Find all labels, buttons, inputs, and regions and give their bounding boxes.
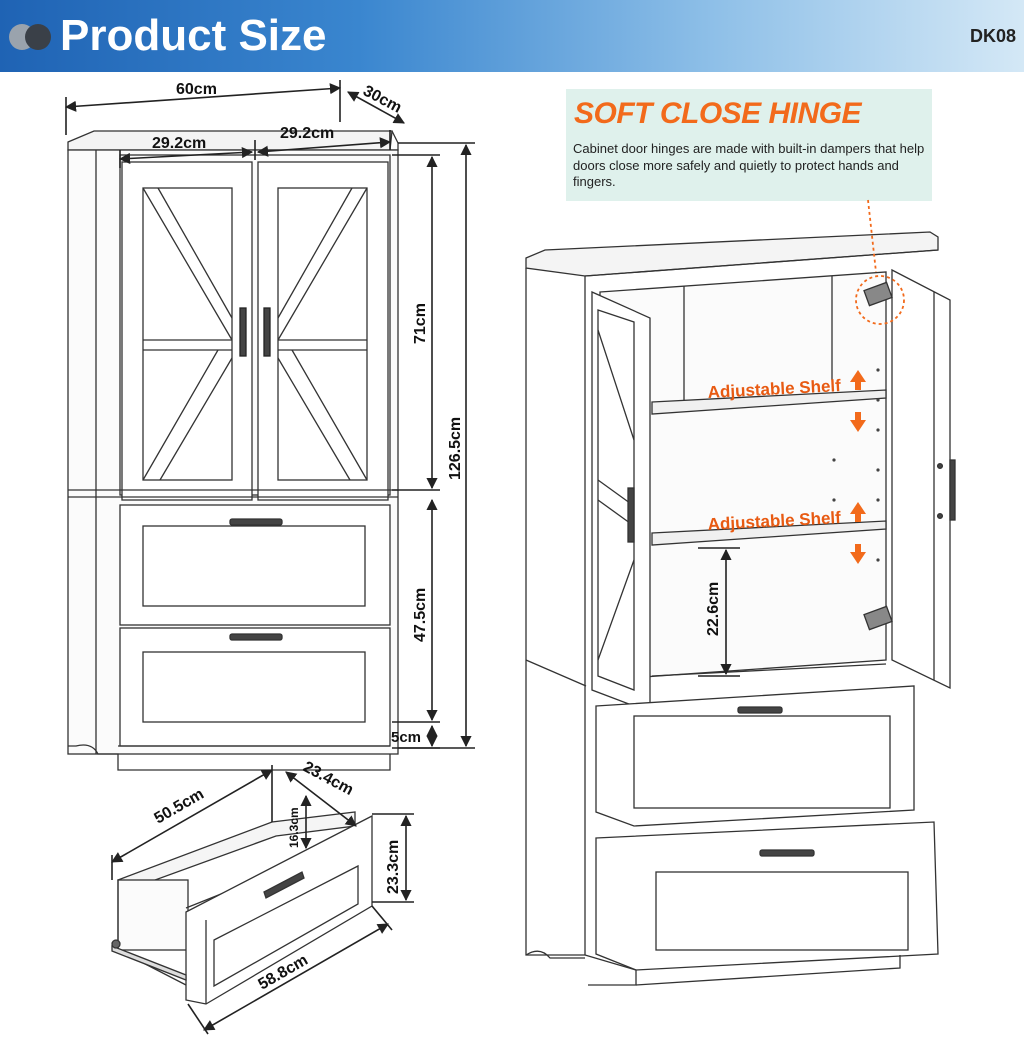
shelf-label-upper: Adjustable Shelf	[707, 376, 841, 402]
dim-drawer-front-label: 58.8cm	[256, 952, 311, 994]
product-code: DK08	[969, 26, 1016, 46]
dim-total-height-label: 126.5cm	[447, 417, 464, 480]
drawer-view	[111, 811, 373, 1005]
drawer-dimensions	[111, 765, 414, 1035]
dim-drawer-inner-height-label: 16.3cm	[287, 807, 301, 848]
dim-door-right-label: 29.2cm	[280, 125, 334, 142]
front-view-cabinet	[67, 130, 399, 771]
shelf-arrows	[850, 370, 866, 564]
dim-drawer-height-label: 23.3cm	[385, 840, 402, 894]
shelf-gap-dimension	[698, 547, 740, 677]
logo-dots-icon	[9, 24, 51, 50]
hinge-callout-pointer	[855, 199, 905, 325]
callout-description: Cabinet door hinges are made with built-…	[573, 141, 925, 189]
dim-base-height-label: 5cm	[391, 729, 421, 746]
dim-depth-label: 30cm	[360, 83, 404, 117]
dim-shelf-gap-label: 22.6cm	[705, 582, 722, 636]
callout-title: SOFT CLOSE HINGE	[574, 97, 862, 130]
dim-door-left-label: 29.2cm	[152, 135, 206, 152]
shelf-label-lower: Adjustable Shelf	[707, 508, 841, 534]
header-banner: Product Size DK08	[0, 0, 1024, 72]
front-view-dimensions	[64, 80, 475, 749]
dim-drawer-width-label: 23.4cm	[300, 759, 356, 799]
dim-drawer-length-label: 50.5cm	[152, 786, 207, 828]
dim-upper-height-label: 71cm	[412, 303, 429, 344]
soft-close-callout: SOFT CLOSE HINGE Cabinet door hinges are…	[566, 89, 932, 201]
dim-lower-height-label: 47.5cm	[412, 588, 429, 642]
page-title: Product Size	[60, 11, 327, 60]
open-cabinet	[525, 231, 956, 986]
dim-width-label: 60cm	[176, 81, 217, 98]
